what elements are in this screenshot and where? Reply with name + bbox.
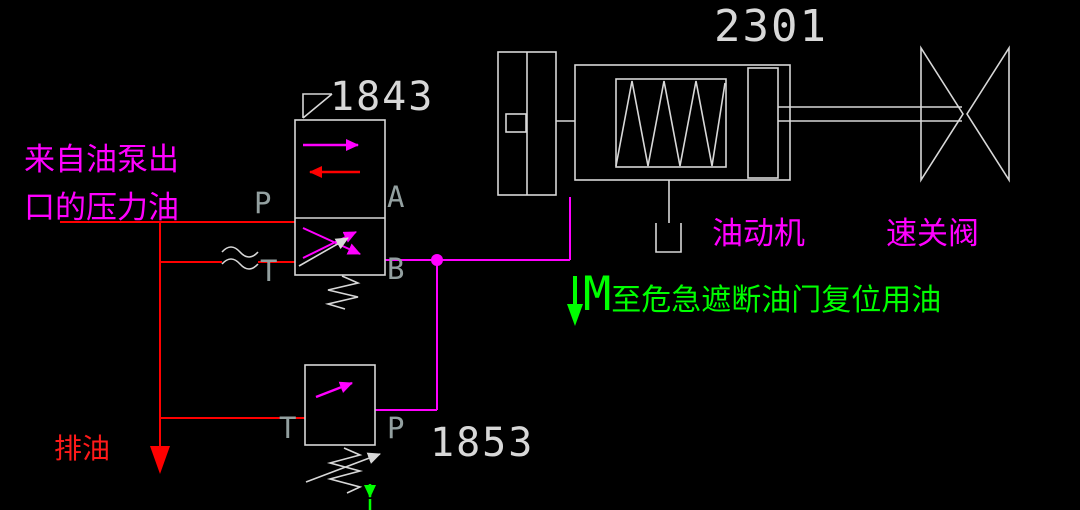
port-a-1843: A xyxy=(387,180,405,214)
pressure-oil-note-line2: 口的压力油 xyxy=(24,190,179,226)
pressure-oil-note: 来自油泵出 口的压力油 xyxy=(24,136,179,232)
servomotor-name: 油动机 xyxy=(712,216,805,252)
port-p-1853: P xyxy=(387,411,405,445)
valve-1853-adjust-arrow xyxy=(305,452,381,483)
control-oil-line xyxy=(375,197,571,411)
pressure-oil-line xyxy=(60,221,305,446)
port-p-1843: P xyxy=(254,186,272,220)
reset-oil-arrow xyxy=(567,276,583,326)
reset-oil-note: M至危急遮断油门复位用油 xyxy=(583,270,941,319)
port-b-1843: B xyxy=(387,252,405,286)
valve-1853-symbol xyxy=(304,364,376,494)
drain-label: 排油 xyxy=(54,432,111,465)
quick-close-valve-symbol xyxy=(920,45,1010,183)
valve-1843-label: 1843 xyxy=(330,74,435,120)
reset-oil-m: M xyxy=(583,267,612,322)
junction-dot xyxy=(431,254,443,266)
servomotor-2301-label: 2301 xyxy=(714,1,828,52)
port-t-1853: T xyxy=(279,411,297,445)
drain-arrowhead xyxy=(150,446,170,474)
port-t-1843: T xyxy=(260,254,278,288)
valve-1843-flow-arrows xyxy=(298,139,361,267)
reset-oil-text: 至危急遮断油门复位用油 xyxy=(611,283,942,318)
quick-close-valve-name: 速关阀 xyxy=(886,216,979,252)
valve-1853-label: 1853 xyxy=(430,420,535,466)
servomotor-2301-symbol xyxy=(497,51,962,253)
valve-1853-flow-arrow xyxy=(315,381,353,399)
pressure-oil-note-line1: 来自油泵出 xyxy=(24,142,179,178)
valve-1843-symbol xyxy=(221,93,386,310)
